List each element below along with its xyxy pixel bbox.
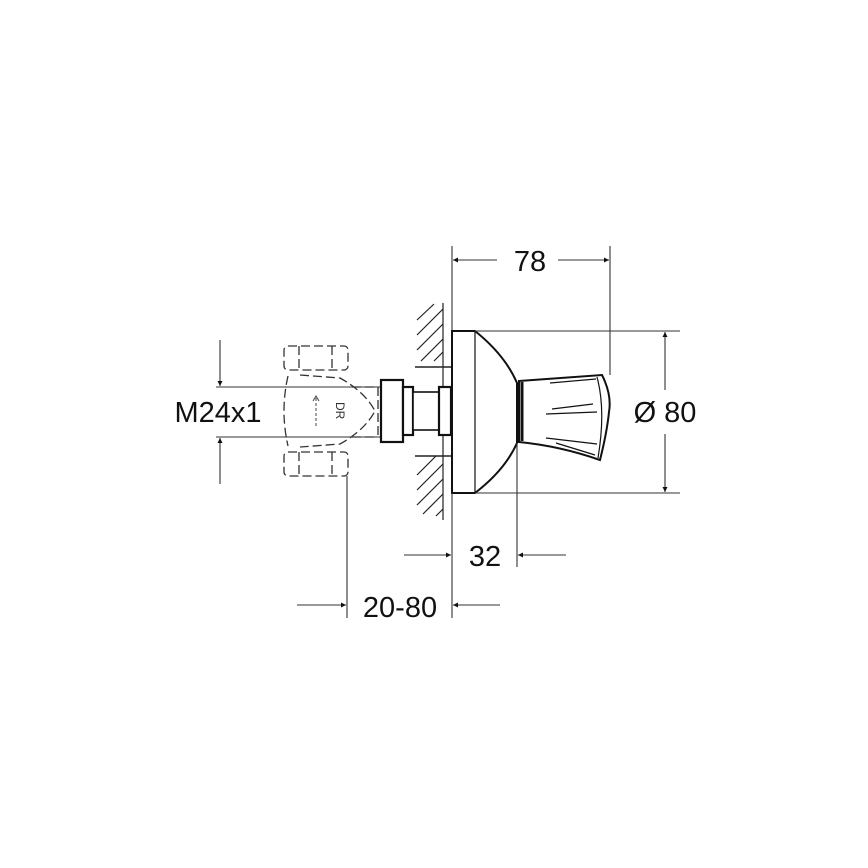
dimension-diameter-80 <box>475 330 680 494</box>
dimension-label-20-80: 20-80 <box>363 592 437 624</box>
dimension-label-78: 78 <box>514 246 546 278</box>
dimension-label-diameter: Ø 80 <box>634 397 697 429</box>
thread-extension-lines <box>216 386 384 438</box>
handle <box>518 373 611 462</box>
spindle-assembly <box>379 378 453 444</box>
flow-arrow-icon <box>312 395 320 428</box>
body-marking: DR <box>333 402 347 420</box>
dimension-width-78 <box>451 246 611 375</box>
rosette <box>451 330 518 494</box>
dimension-depth-32 <box>404 443 566 567</box>
dimension-wall-range <box>297 476 500 618</box>
dimension-label-32: 32 <box>469 541 501 573</box>
concealed-valve-body <box>283 345 379 477</box>
dimension-label-thread: M24x1 <box>174 397 261 429</box>
